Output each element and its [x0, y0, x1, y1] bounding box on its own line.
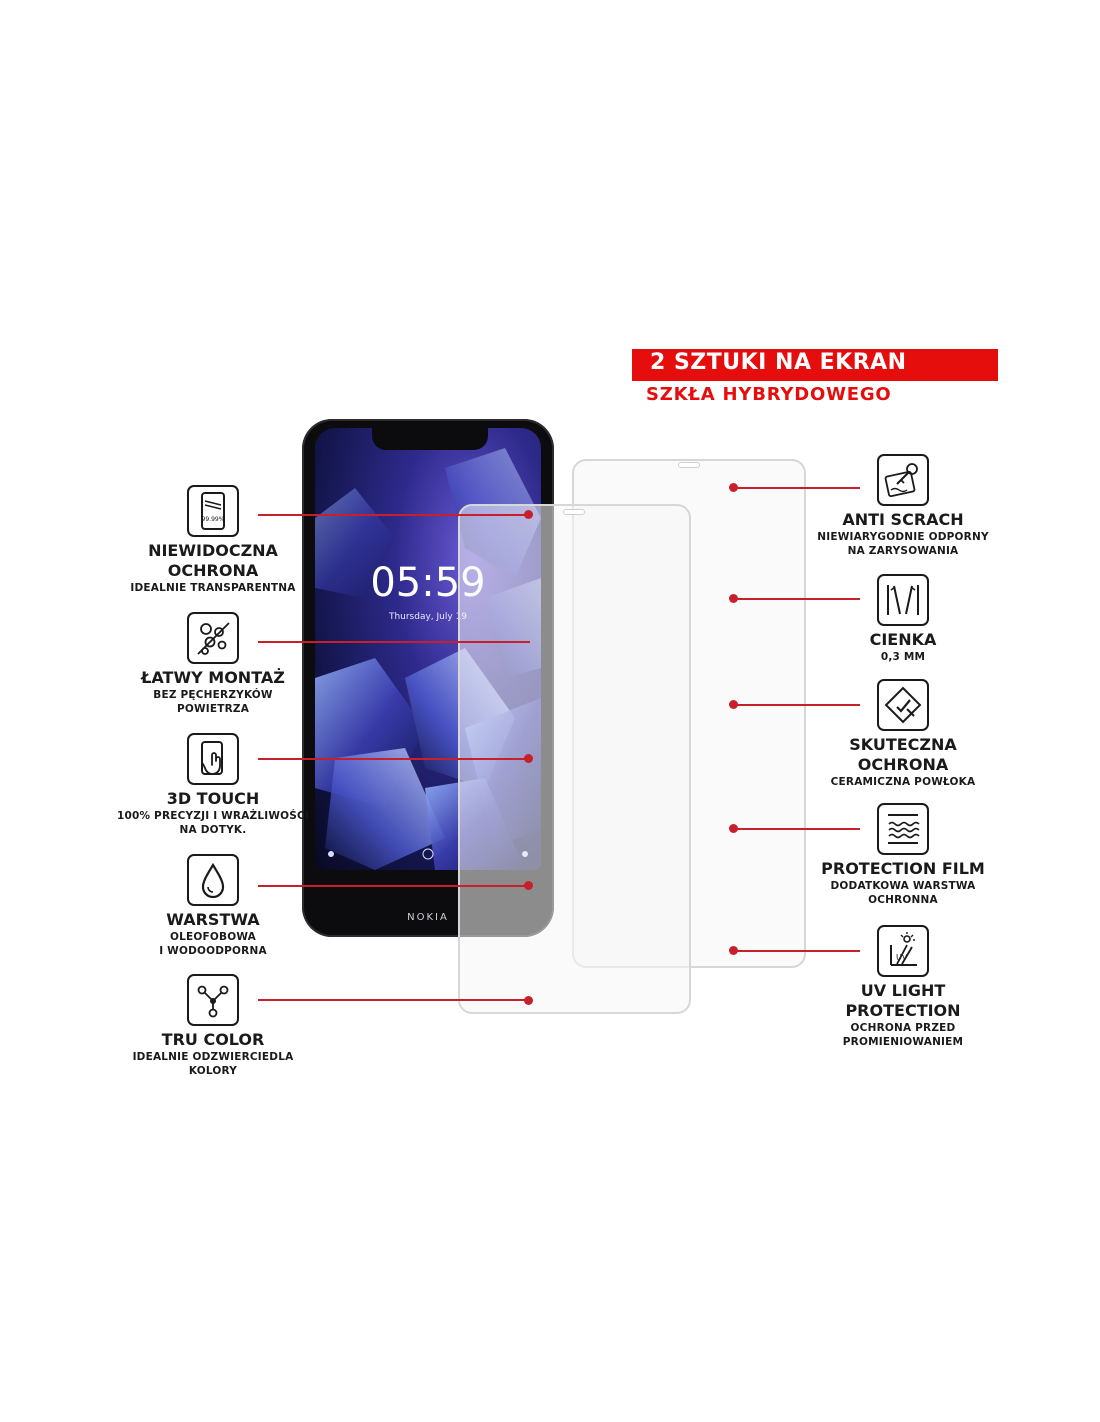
key-scratch-icon [877, 454, 929, 506]
feature-title: TRU COLOR [161, 1030, 265, 1049]
feature-uv-light-protection: UV UV LIGHT PROTECTION OCHRONA PRZED PRO… [788, 925, 1018, 1049]
feature-effective-protection: SKUTECZNA OCHRONA CERAMICZNA POWŁOKA [788, 679, 1018, 789]
feature-description: BEZ PĘCHERZYKÓW POWIETRZA [153, 689, 273, 715]
thin-glass-icon [877, 574, 929, 626]
connector-line [733, 704, 860, 706]
film-layers-icon [877, 803, 929, 855]
feature-description: OLEOFOBOWA I WODOODPORNA [159, 931, 267, 957]
feature-description: NIEWIARYGODNIE ODPORNY NA ZARYSOWANIA [817, 531, 989, 557]
feature-3d-touch: 3D TOUCH 100% PRECYZJI I WRAŻLIWOŚCI NA … [98, 733, 328, 837]
feature-title: WARSTWA [166, 910, 260, 929]
svg-text:UV: UV [896, 953, 908, 962]
feature-title: UV LIGHT PROTECTION [845, 981, 961, 1020]
banner-subtitle: SZKŁA HYBRYDOWEGO [646, 384, 892, 405]
connector-dot [524, 881, 533, 890]
connector-line [733, 487, 860, 489]
bubbles-icon [187, 612, 239, 664]
feature-tru-color: TRU COLOR IDEALNIE ODZWIERCIEDLA KOLORY [98, 974, 328, 1078]
uv-light-icon: UV [877, 925, 929, 977]
feature-description: 0,3 MM [880, 651, 926, 663]
feature-description: OCHRONA PRZED PROMIENIOWANIEM [842, 1022, 964, 1048]
transparent-glass-icon: 99.99% [187, 485, 239, 537]
touch-icon [187, 733, 239, 785]
feature-description: IDEALNIE ODZWIERCIEDLA KOLORY [132, 1051, 294, 1077]
svg-text:99.99%: 99.99% [202, 516, 225, 523]
color-nodes-icon [187, 974, 239, 1026]
connector-dot [524, 754, 533, 763]
connector-line [258, 514, 530, 516]
water-drop-icon [187, 854, 239, 906]
feature-thin: CIENKA 0,3 MM [788, 574, 1018, 664]
feature-title: ANTI SCRACH [842, 510, 964, 529]
connector-line [258, 641, 530, 643]
connector-line [733, 828, 860, 830]
feature-description: 100% PRECYZJI I WRAŻLIWOŚCI NA DOTYK. [116, 810, 310, 836]
connector-dot [524, 996, 533, 1005]
phone-notch [372, 428, 488, 450]
glass-film-back-cutout [678, 462, 700, 468]
phone-brand: NOKIA [407, 912, 449, 923]
feature-invisible-protection: 99.99% NIEWIDOCZNA OCHRONA IDEALNIE TRAN… [98, 485, 328, 595]
feature-title: CIENKA [869, 630, 937, 649]
lockscreen-date: Thursday, July 19 [388, 612, 468, 622]
feature-anti-scratch: ANTI SCRACH NIEWIARYGODNIE ODPORNY NA ZA… [788, 454, 1018, 558]
feature-description: CERAMICZNA POWŁOKA [830, 776, 976, 788]
feature-oleophobic-layer: WARSTWA OLEOFOBOWA I WODOODPORNA [98, 854, 328, 958]
header-banner [632, 349, 998, 381]
glass-film-front-cutout [563, 509, 585, 515]
feature-easy-install: ŁATWY MONTAŻ BEZ PĘCHERZYKÓW POWIETRZA [98, 612, 328, 716]
connector-dot [524, 510, 533, 519]
feature-title: SKUTECZNA OCHRONA [849, 735, 957, 774]
connector-line [258, 758, 530, 760]
feature-title: 3D TOUCH [166, 789, 260, 808]
feature-protection-film: PROTECTION FILM DODATKOWA WARSTWA OCHRON… [788, 803, 1018, 907]
connector-line [258, 999, 530, 1001]
feature-title: ŁATWY MONTAŻ [141, 668, 285, 687]
feature-description: IDEALNIE TRANSPARENTNA [130, 582, 296, 594]
ceramic-coating-icon [877, 679, 929, 731]
connector-line [733, 598, 860, 600]
connector-line [733, 950, 860, 952]
feature-title: PROTECTION FILM [821, 859, 985, 878]
feature-title: NIEWIDOCZNA OCHRONA [148, 541, 278, 580]
banner-title: 2 SZTUKI NA EKRAN [650, 350, 907, 375]
feature-description: DODATKOWA WARSTWA OCHRONNA [830, 880, 976, 906]
connector-line [258, 885, 530, 887]
